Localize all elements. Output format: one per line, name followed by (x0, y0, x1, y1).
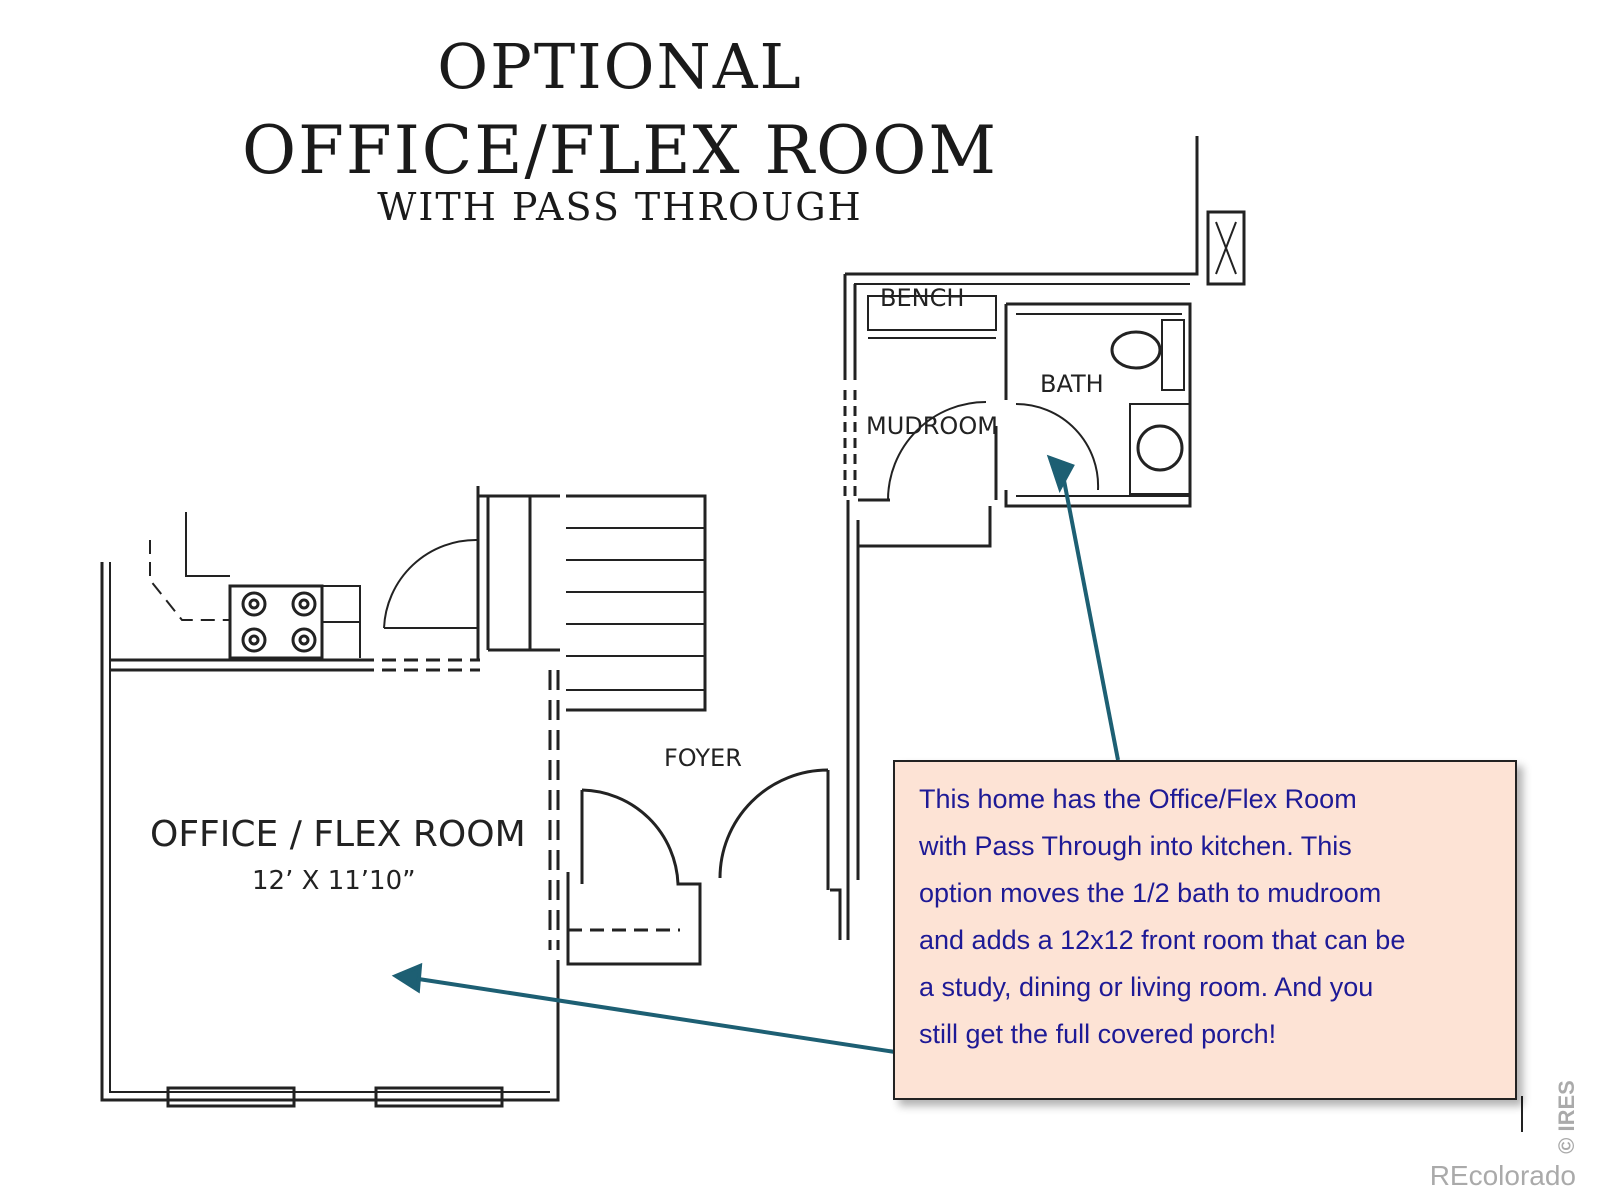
title-line-2: OFFICE/FLEX ROOM (242, 112, 998, 189)
foyer (566, 768, 842, 966)
callout-line: with Pass Through into kitchen. This (919, 831, 1352, 861)
callout-box: This home has the Office/Flex Room with … (893, 760, 1517, 1100)
stairs (383, 486, 707, 712)
arrow-head-icon (391, 962, 423, 994)
arrow-to-office (411, 976, 896, 1054)
label-mudroom: MUDROOM (866, 412, 998, 440)
callout-arrows (391, 454, 1120, 1054)
office-walls (100, 562, 560, 1102)
windows (166, 1086, 504, 1108)
label-foyer: FOYER (664, 744, 742, 772)
arrow-head-icon (1046, 454, 1075, 493)
label-office-dims: 12’ X 11’10” (252, 866, 416, 896)
callout-line: and adds a 12x12 front room that can be (919, 925, 1406, 955)
label-office: OFFICE / FLEX ROOM (150, 814, 526, 855)
callout-line: a study, dining or living room. And you (919, 972, 1374, 1002)
callout-line: option moves the 1/2 bath to mudroom (919, 878, 1382, 908)
mudroom-bath (843, 136, 1246, 940)
title-line-1: OPTIONAL (437, 30, 803, 103)
callout-line: This home has the Office/Flex Room (919, 784, 1357, 814)
vent-icon (1206, 210, 1246, 286)
arrow-to-bath (1060, 469, 1120, 761)
label-bath: BATH (1040, 370, 1104, 398)
callout-line: still get the full covered porch! (919, 1019, 1277, 1049)
toilet-icon (1110, 330, 1162, 370)
watermark-copyright: © IRES (1554, 1080, 1580, 1154)
sink-icon (1136, 424, 1184, 472)
title-line-3: WITH PASS THROUGH (377, 185, 863, 229)
label-bench: BENCH (880, 284, 965, 312)
watermark-brand: REcolorado (1429, 1160, 1576, 1191)
cooktop-icon (149, 512, 361, 660)
